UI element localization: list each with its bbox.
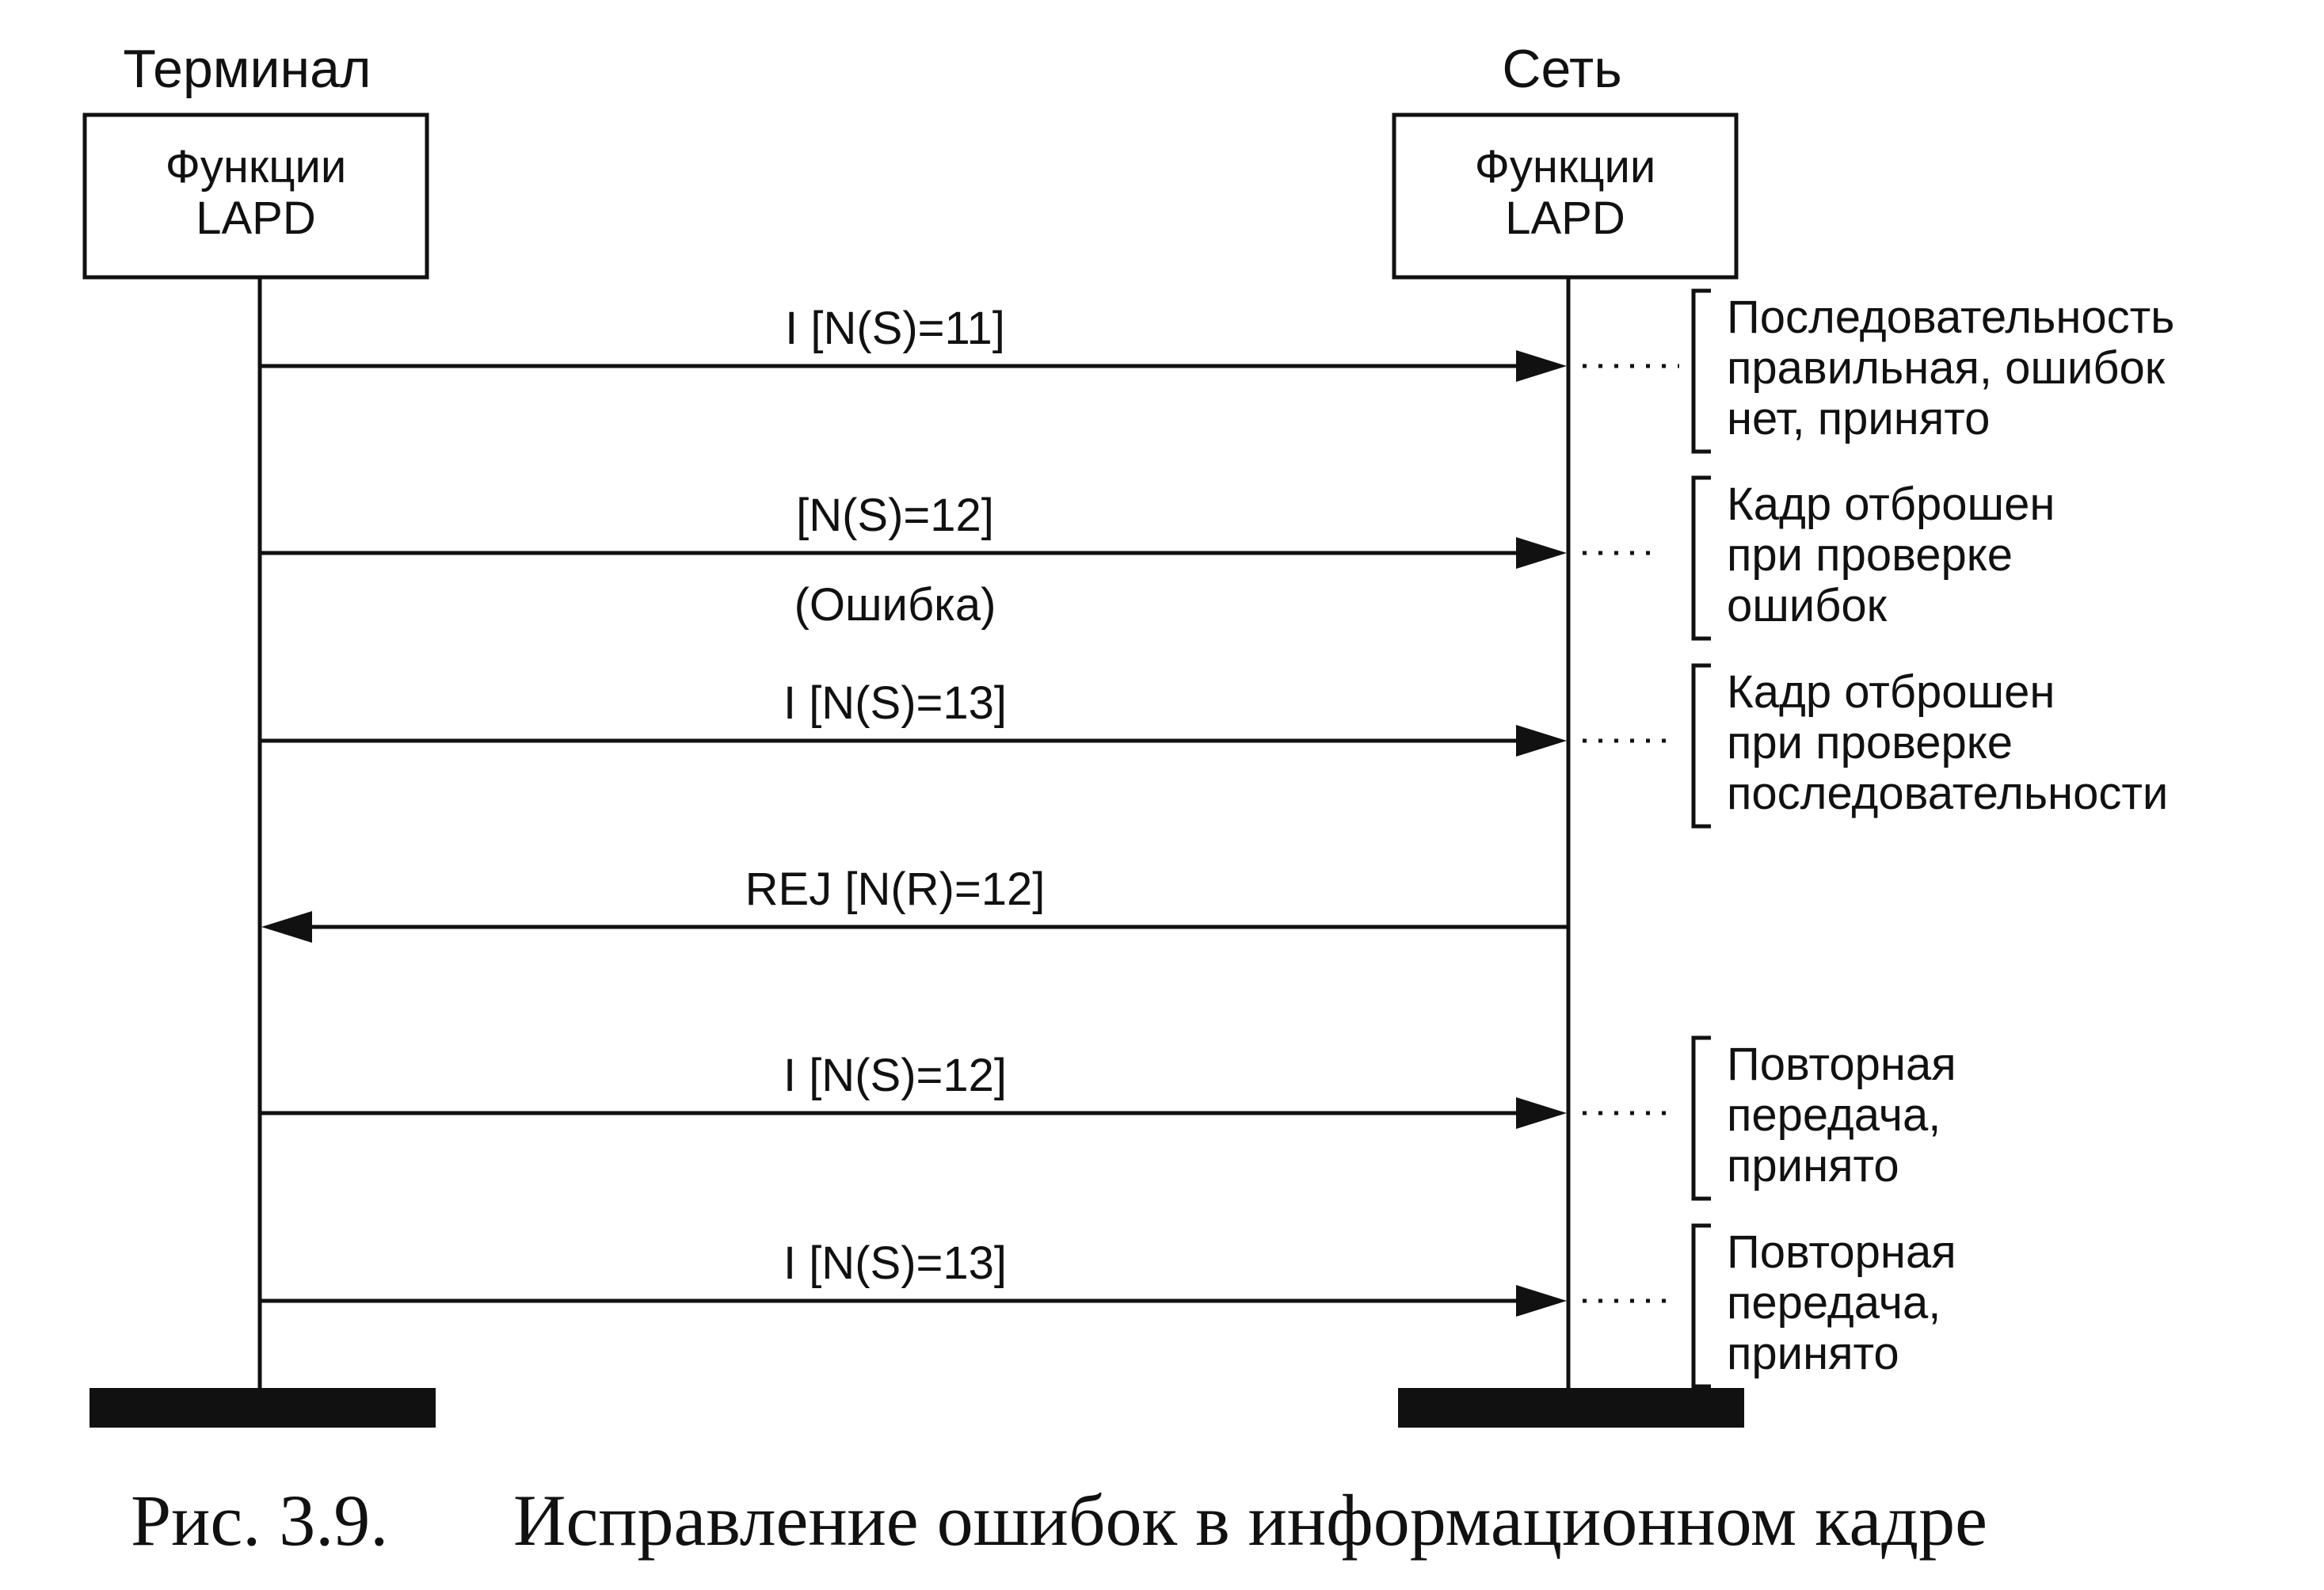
note-bracket xyxy=(1691,1035,1711,1201)
note-line: Кадр отброшен xyxy=(1727,479,2055,530)
note-line: передача, xyxy=(1727,1089,1941,1141)
message-4: REJ [N(R)=12] xyxy=(261,864,1568,943)
message-label: I [N(S)=11] xyxy=(785,303,1005,354)
left-lifeline-end-bar xyxy=(90,1388,436,1428)
note-bracket xyxy=(1691,288,1711,454)
note-line: ошибок xyxy=(1727,580,1888,631)
note-line: Повторная xyxy=(1727,1039,1956,1090)
right-box-line1: Функции xyxy=(1475,141,1656,193)
note-line: при проверке xyxy=(1727,529,2013,581)
right-lifeline-end-bar xyxy=(1398,1388,1744,1428)
note-line: Повторная xyxy=(1727,1226,1956,1278)
note-line: принято xyxy=(1727,1328,1899,1379)
note-line: нет, принято xyxy=(1727,393,1990,444)
right-entity-title: Сеть xyxy=(1502,39,1621,99)
note-line: Последовательность xyxy=(1727,292,2174,343)
note-line: Кадр отброшен xyxy=(1727,666,2055,718)
note-line: при проверке xyxy=(1727,717,2013,768)
message-label: I [N(S)=13] xyxy=(783,1237,1007,1289)
message-arrowhead xyxy=(261,911,312,943)
caption-text: Исправление ошибок в информационном кадр… xyxy=(513,1480,1987,1561)
note-line: принято xyxy=(1727,1140,1899,1192)
right-entity-box: Функции LAPD xyxy=(1392,112,1739,280)
message-arrowhead xyxy=(1516,537,1567,569)
message-sublabel: (Ошибка) xyxy=(794,579,996,631)
left-entity-title: Терминал xyxy=(123,39,371,99)
left-box-line1: Функции xyxy=(166,141,347,193)
message-label: I [N(S)=13] xyxy=(783,677,1007,729)
caption-number: Рис. 3.9. xyxy=(131,1480,388,1561)
message-label: I [N(S)=12] xyxy=(783,1050,1007,1101)
message-arrowhead xyxy=(1516,1285,1567,1317)
message-arrowhead xyxy=(1516,350,1567,382)
message-1: I [N(S)=11] Последовательностьправильная,… xyxy=(260,288,2174,454)
left-box-line2: LAPD xyxy=(196,193,316,244)
message-arrowhead xyxy=(1516,725,1567,757)
messages-group: I [N(S)=11] Последовательностьправильная,… xyxy=(260,288,2174,1389)
note-line: правильная, ошибок xyxy=(1727,342,2166,394)
note-bracket xyxy=(1691,475,1711,641)
note-bracket xyxy=(1691,1223,1711,1389)
message-label: [N(S)=12] xyxy=(796,490,994,541)
right-box-line2: LAPD xyxy=(1505,193,1625,244)
message-arrowhead xyxy=(1516,1097,1567,1129)
note-bracket xyxy=(1691,663,1711,829)
note-line: последовательности xyxy=(1727,768,2168,819)
message-label: REJ [N(R)=12] xyxy=(745,864,1046,915)
left-entity-box: Функции LAPD xyxy=(82,112,429,280)
note-line: передача, xyxy=(1727,1277,1941,1329)
